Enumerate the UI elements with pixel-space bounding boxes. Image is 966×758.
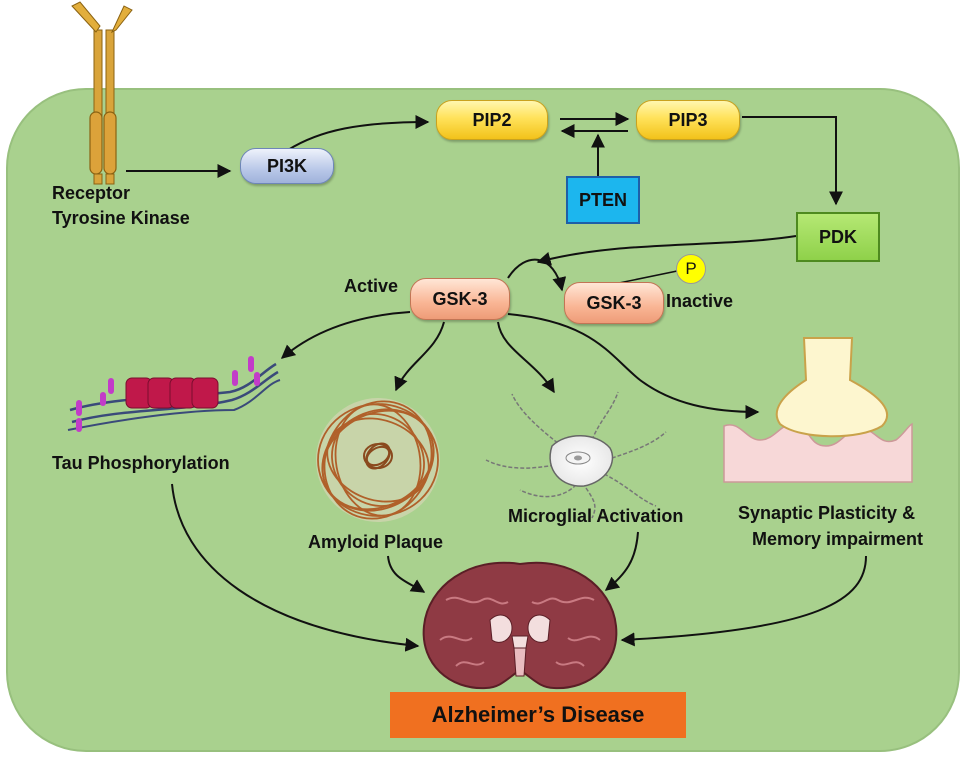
arrow-pi3k-pip2 bbox=[287, 115, 430, 151]
synaptic-label-line2: Memory impairment bbox=[752, 529, 924, 549]
arrow-gsk-synapse bbox=[507, 313, 760, 419]
receptor-icon bbox=[71, 1, 133, 185]
arrow-microglia-brain bbox=[604, 531, 639, 591]
arrow-gsk-microglia bbox=[497, 321, 555, 394]
arrow-gsk-amyloid bbox=[394, 321, 445, 392]
microglia-icon bbox=[485, 391, 667, 519]
brain-icon bbox=[422, 561, 618, 690]
pten-node: PTEN bbox=[566, 176, 640, 224]
pip2-node: PIP2 bbox=[436, 100, 548, 140]
pdk-node: PDK bbox=[796, 212, 880, 262]
arrow-gsk-inactivation bbox=[507, 258, 567, 292]
amyloid-plaque-icon bbox=[316, 398, 440, 522]
receptor-label-line1: Receptor bbox=[52, 183, 131, 203]
pathway-arrows bbox=[126, 112, 867, 652]
arrow-pip3-pdk bbox=[742, 116, 843, 206]
pi3k-node: PI3K bbox=[240, 148, 334, 184]
microglia-label: Microglial Activation bbox=[508, 506, 684, 526]
pip3-node: PIP3 bbox=[636, 100, 740, 140]
arrow-gsk-tau bbox=[280, 311, 411, 359]
synaptic-label-line1: Synaptic Plasticity & bbox=[738, 503, 916, 523]
amyloid-label: Amyloid Plaque bbox=[308, 532, 444, 552]
arrow-amyloid-brain bbox=[387, 555, 426, 593]
arrow-synapse-brain bbox=[620, 555, 867, 647]
synapse-icon bbox=[723, 337, 913, 483]
gsk3-active-node: GSK-3 bbox=[410, 278, 510, 320]
gsk3-inactive-node: GSK-3 bbox=[564, 282, 664, 324]
receptor-label-line2: Tyrosine Kinase bbox=[52, 208, 190, 228]
tau-fibril-icon bbox=[67, 356, 281, 432]
phosphate-badge: P bbox=[676, 254, 706, 284]
inactive-label: Inactive bbox=[666, 291, 734, 311]
active-label: Active bbox=[344, 276, 399, 296]
arrow-tau-brain bbox=[171, 483, 420, 652]
disease-box: Alzheimer’s Disease bbox=[390, 692, 686, 738]
tau-label: Tau Phosphorylation bbox=[52, 453, 230, 473]
arrow-pdk-gsk bbox=[536, 235, 797, 266]
